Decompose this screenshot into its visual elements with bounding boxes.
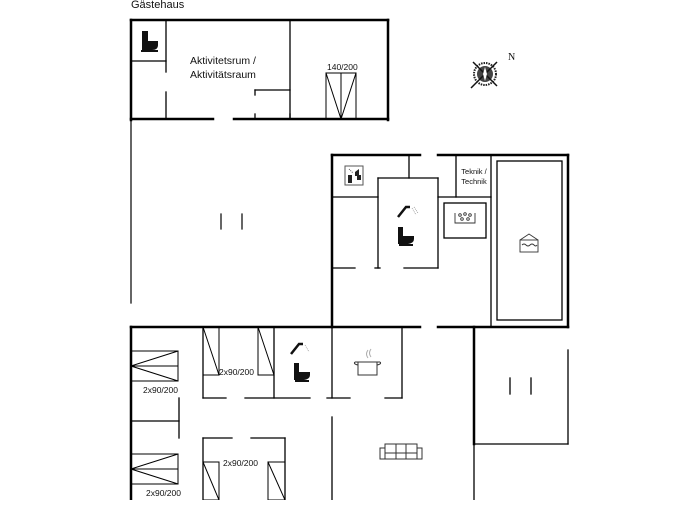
shower-icon <box>290 342 310 355</box>
double-bed <box>325 72 357 120</box>
spa-jacuzzi-icon <box>454 212 476 224</box>
bed-size-label: 140/200 <box>327 62 358 72</box>
bed-size-label: 2x90/200 <box>219 367 254 377</box>
activity-room-label: Aktivitetsrum / Aktivitätsraum <box>190 54 256 82</box>
toilet-icon <box>141 31 158 52</box>
activity-room-label-line2: Aktivitätsraum <box>190 69 256 81</box>
toilet-icon <box>398 227 414 246</box>
sauna-icon <box>344 165 364 186</box>
bed-size-label: 2x90/200 <box>143 385 178 395</box>
toilet-icon <box>294 363 310 382</box>
activity-room-label-line1: Aktivitetsrum / <box>190 55 256 67</box>
technical-room-label: Teknik / Technik <box>457 167 491 187</box>
pool-icon <box>519 233 539 253</box>
sofa-icon <box>379 443 423 460</box>
page-title: Gästehaus <box>131 0 185 11</box>
technical-room-label-line2: Technik <box>461 177 487 186</box>
shower-icon <box>397 205 419 218</box>
guesthouse-walls <box>129 18 390 122</box>
main-house-walls <box>129 153 570 502</box>
compass-north-label: N <box>508 52 516 63</box>
single-beds <box>130 326 286 501</box>
compass-rose-icon <box>470 61 498 89</box>
bed-size-label: 2x90/200 <box>146 488 181 498</box>
technical-room-label-line1: Teknik / <box>461 167 487 176</box>
bed-size-label: 2x90/200 <box>223 458 258 468</box>
kitchen-pot-icon <box>353 348 382 376</box>
